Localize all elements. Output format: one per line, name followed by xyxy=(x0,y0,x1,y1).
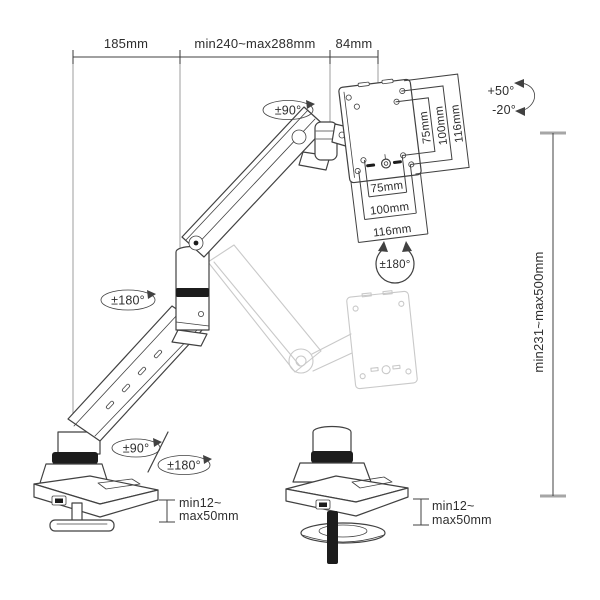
dim-label-arm-reach: min240~max288mm xyxy=(194,36,315,51)
label-clamp-right-line2: max50mm xyxy=(432,513,492,527)
plate-rotation-indicator: ±180° xyxy=(375,241,415,284)
plate-notch xyxy=(381,78,394,85)
tilt-indicator: +50° -20° xyxy=(487,79,535,117)
clamp-top-recess xyxy=(97,478,141,490)
label-elbow-rotation: ±180° xyxy=(111,294,145,308)
elbow-band xyxy=(176,288,209,297)
plate-slot xyxy=(392,160,402,164)
elbow-rotation-ellipse xyxy=(100,289,156,311)
vesa-horizontal-dimensions: 75mm 100mm 116mm xyxy=(350,155,429,243)
plate-keyhole xyxy=(381,158,392,169)
base-rotation-arrow-icon xyxy=(203,455,212,464)
clamp-front-face xyxy=(33,483,159,518)
clamp-thickness-right: min12~ max50mm xyxy=(413,498,492,527)
head-joint xyxy=(298,121,353,171)
label-base-swivel: ±90° xyxy=(123,442,150,456)
upper-arm xyxy=(181,106,327,258)
label-tilt-up: +50° xyxy=(487,84,514,98)
grommet-base xyxy=(285,425,409,564)
clamp-thickness-left: min12~ max50mm xyxy=(159,496,239,523)
height-range-dimension: min231~max500mm xyxy=(531,131,566,498)
grommet-bolt xyxy=(327,511,338,564)
tilt-arrow-down-icon xyxy=(515,107,525,116)
ghost-lower-arm xyxy=(207,244,322,373)
plate-slot xyxy=(366,163,376,168)
ghost-vesa-plate xyxy=(346,290,418,390)
dim-label-head-offset: 84mm xyxy=(336,36,373,51)
dim-label-height-range: min231~max500mm xyxy=(531,251,546,372)
label-head-swivel: ±90° xyxy=(275,104,302,118)
rotation-arrow-right-icon xyxy=(402,241,412,252)
label-base-rotation: ±180° xyxy=(167,459,201,473)
vesa-horizontal-label-100: 100mm xyxy=(369,201,410,218)
label-clamp-right-line1: min12~ xyxy=(432,499,475,513)
vesa-horizontal-label-75: 75mm xyxy=(370,180,404,196)
vesa-vertical-dimensions: 75mm 100mm 116mm xyxy=(395,73,470,175)
vesa-vertical-label-100: 100mm xyxy=(433,105,450,146)
rotation-arrow-left-icon xyxy=(378,241,388,252)
elbow-screw xyxy=(197,310,204,317)
callout-divider xyxy=(147,431,169,473)
grommet-front-face xyxy=(285,487,409,517)
vesa-horizontal-label-116: 116mm xyxy=(372,223,412,240)
plate-notch xyxy=(357,81,370,88)
ghost-arm-position xyxy=(207,244,418,390)
desk-clamp-base xyxy=(33,431,159,532)
label-plate-rotation: ±180° xyxy=(379,259,410,271)
lower-arm-vents xyxy=(105,349,163,410)
upper-arm-head-hole xyxy=(291,129,307,145)
top-dimension-chain: 185mm min240~max288mm 84mm xyxy=(72,36,379,64)
tilt-arrow-up-icon xyxy=(514,79,524,88)
clamp-foot xyxy=(49,519,115,532)
base-swivel-arrow-icon xyxy=(153,438,162,447)
vesa-vertical-label-75: 75mm xyxy=(418,110,434,144)
grommet-pole xyxy=(312,425,352,459)
elbow-bracket xyxy=(171,329,208,347)
base-pole-band xyxy=(52,452,98,464)
grommet-ring xyxy=(300,522,386,544)
ghost-pivot xyxy=(288,348,314,374)
label-clamp-left-line2: max50mm xyxy=(179,509,239,523)
vesa-holes xyxy=(345,87,415,175)
dim-label-base-to-elbow: 185mm xyxy=(104,36,148,51)
grommet-top-recess xyxy=(351,476,393,489)
rotation-callouts: ±90° ±180° ±90° ±180° xyxy=(100,100,315,475)
base-rotation-ellipse xyxy=(157,455,211,475)
vesa-vertical-label-116: 116mm xyxy=(449,104,466,144)
elbow-rotation-arrow-icon xyxy=(147,290,156,299)
grommet-pole-band xyxy=(311,451,353,463)
head-swivel-ellipse xyxy=(262,100,314,120)
label-tilt-down: -20° xyxy=(492,103,516,117)
label-clamp-left-line1: min12~ xyxy=(179,496,222,510)
vesa-plate-group: 75mm 100mm 116mm 75mm 100mm 116mm xyxy=(338,73,470,243)
tilt-arc xyxy=(516,82,535,112)
upper-arm-body xyxy=(181,106,327,258)
head-swivel-arrow-icon xyxy=(306,100,315,109)
vesa-plate xyxy=(338,78,422,184)
